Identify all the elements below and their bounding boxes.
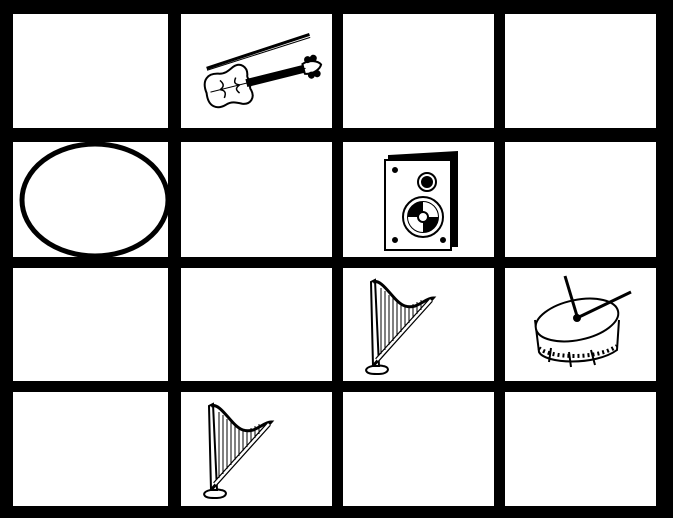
cell-r3-c2[interactable]: [181, 268, 332, 381]
harp-icon: [181, 392, 332, 506]
cell-r4-c2[interactable]: [181, 392, 332, 506]
cell-r2-c1[interactable]: [13, 142, 168, 257]
cell-r2-c3[interactable]: [343, 142, 494, 257]
cell-r3-c1[interactable]: [13, 268, 168, 381]
violin-icon: [181, 14, 332, 128]
cell-r2-c2[interactable]: [181, 142, 332, 257]
cell-r2-c4[interactable]: [505, 142, 656, 257]
cell-r1-c3[interactable]: [343, 14, 494, 128]
cell-r1-c1[interactable]: [13, 14, 168, 128]
cell-r1-c4[interactable]: [505, 14, 656, 128]
speaker-icon: [343, 142, 494, 257]
cell-r3-c4[interactable]: [505, 268, 656, 381]
cell-r1-c2[interactable]: [181, 14, 332, 128]
cell-r3-c3[interactable]: [343, 268, 494, 381]
cell-r4-c1[interactable]: [13, 392, 168, 506]
cell-r4-c4[interactable]: [505, 392, 656, 506]
cell-r4-c3[interactable]: [343, 392, 494, 506]
drum-icon: [505, 268, 656, 381]
harp-icon: [343, 268, 494, 381]
oval-marker: [13, 142, 168, 257]
